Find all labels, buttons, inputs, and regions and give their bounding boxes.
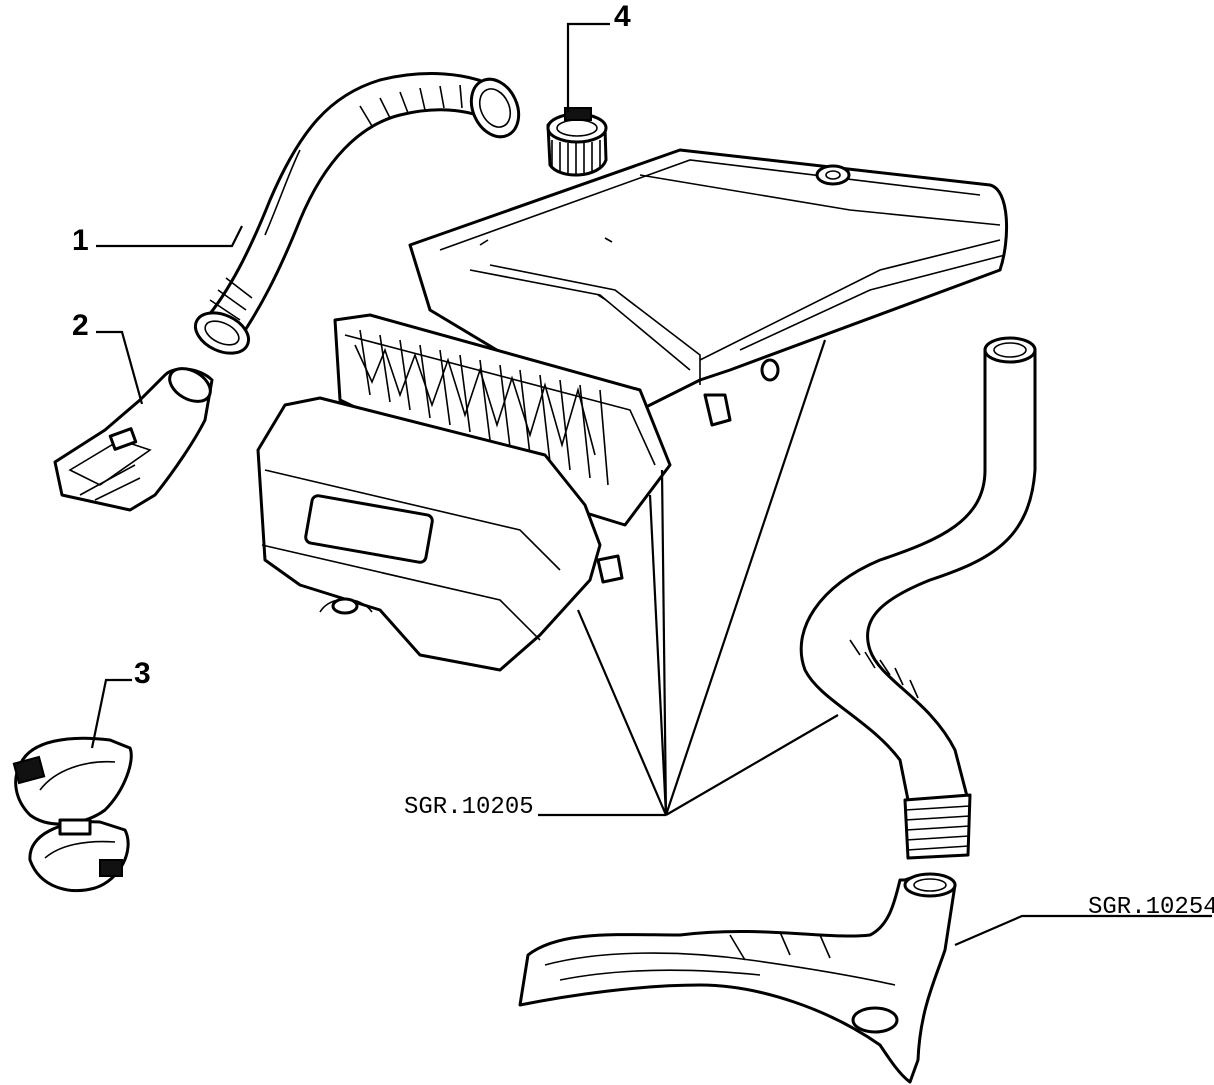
part-3-double-clip: [12, 736, 133, 892]
callout-1: 1: [72, 224, 243, 257]
part-1-intake-hose: [194, 72, 521, 355]
callout-4: 4: [566, 0, 631, 112]
callout-3-label: 3: [134, 657, 151, 690]
air-filter-housing-body: [256, 396, 624, 672]
lower-scoop-duct: [518, 872, 957, 1084]
air-duct-hose: [799, 336, 1037, 860]
callout-1-label: 1: [72, 224, 89, 257]
callout-4-label: 4: [614, 0, 631, 33]
callout-2-label: 2: [72, 309, 89, 342]
reference-sgr-10205-label: SGR.10205: [404, 794, 534, 821]
reference-sgr-10254: SGR.10254: [954, 894, 1214, 947]
callout-3: 3: [90, 657, 151, 749]
part-4-hose-clamp: [546, 107, 608, 177]
callout-2: 2: [72, 309, 144, 405]
part-2-fitting: [53, 367, 214, 512]
air-filter-housing-cover: [408, 148, 1008, 427]
reference-sgr-10205: SGR.10205: [404, 339, 839, 821]
